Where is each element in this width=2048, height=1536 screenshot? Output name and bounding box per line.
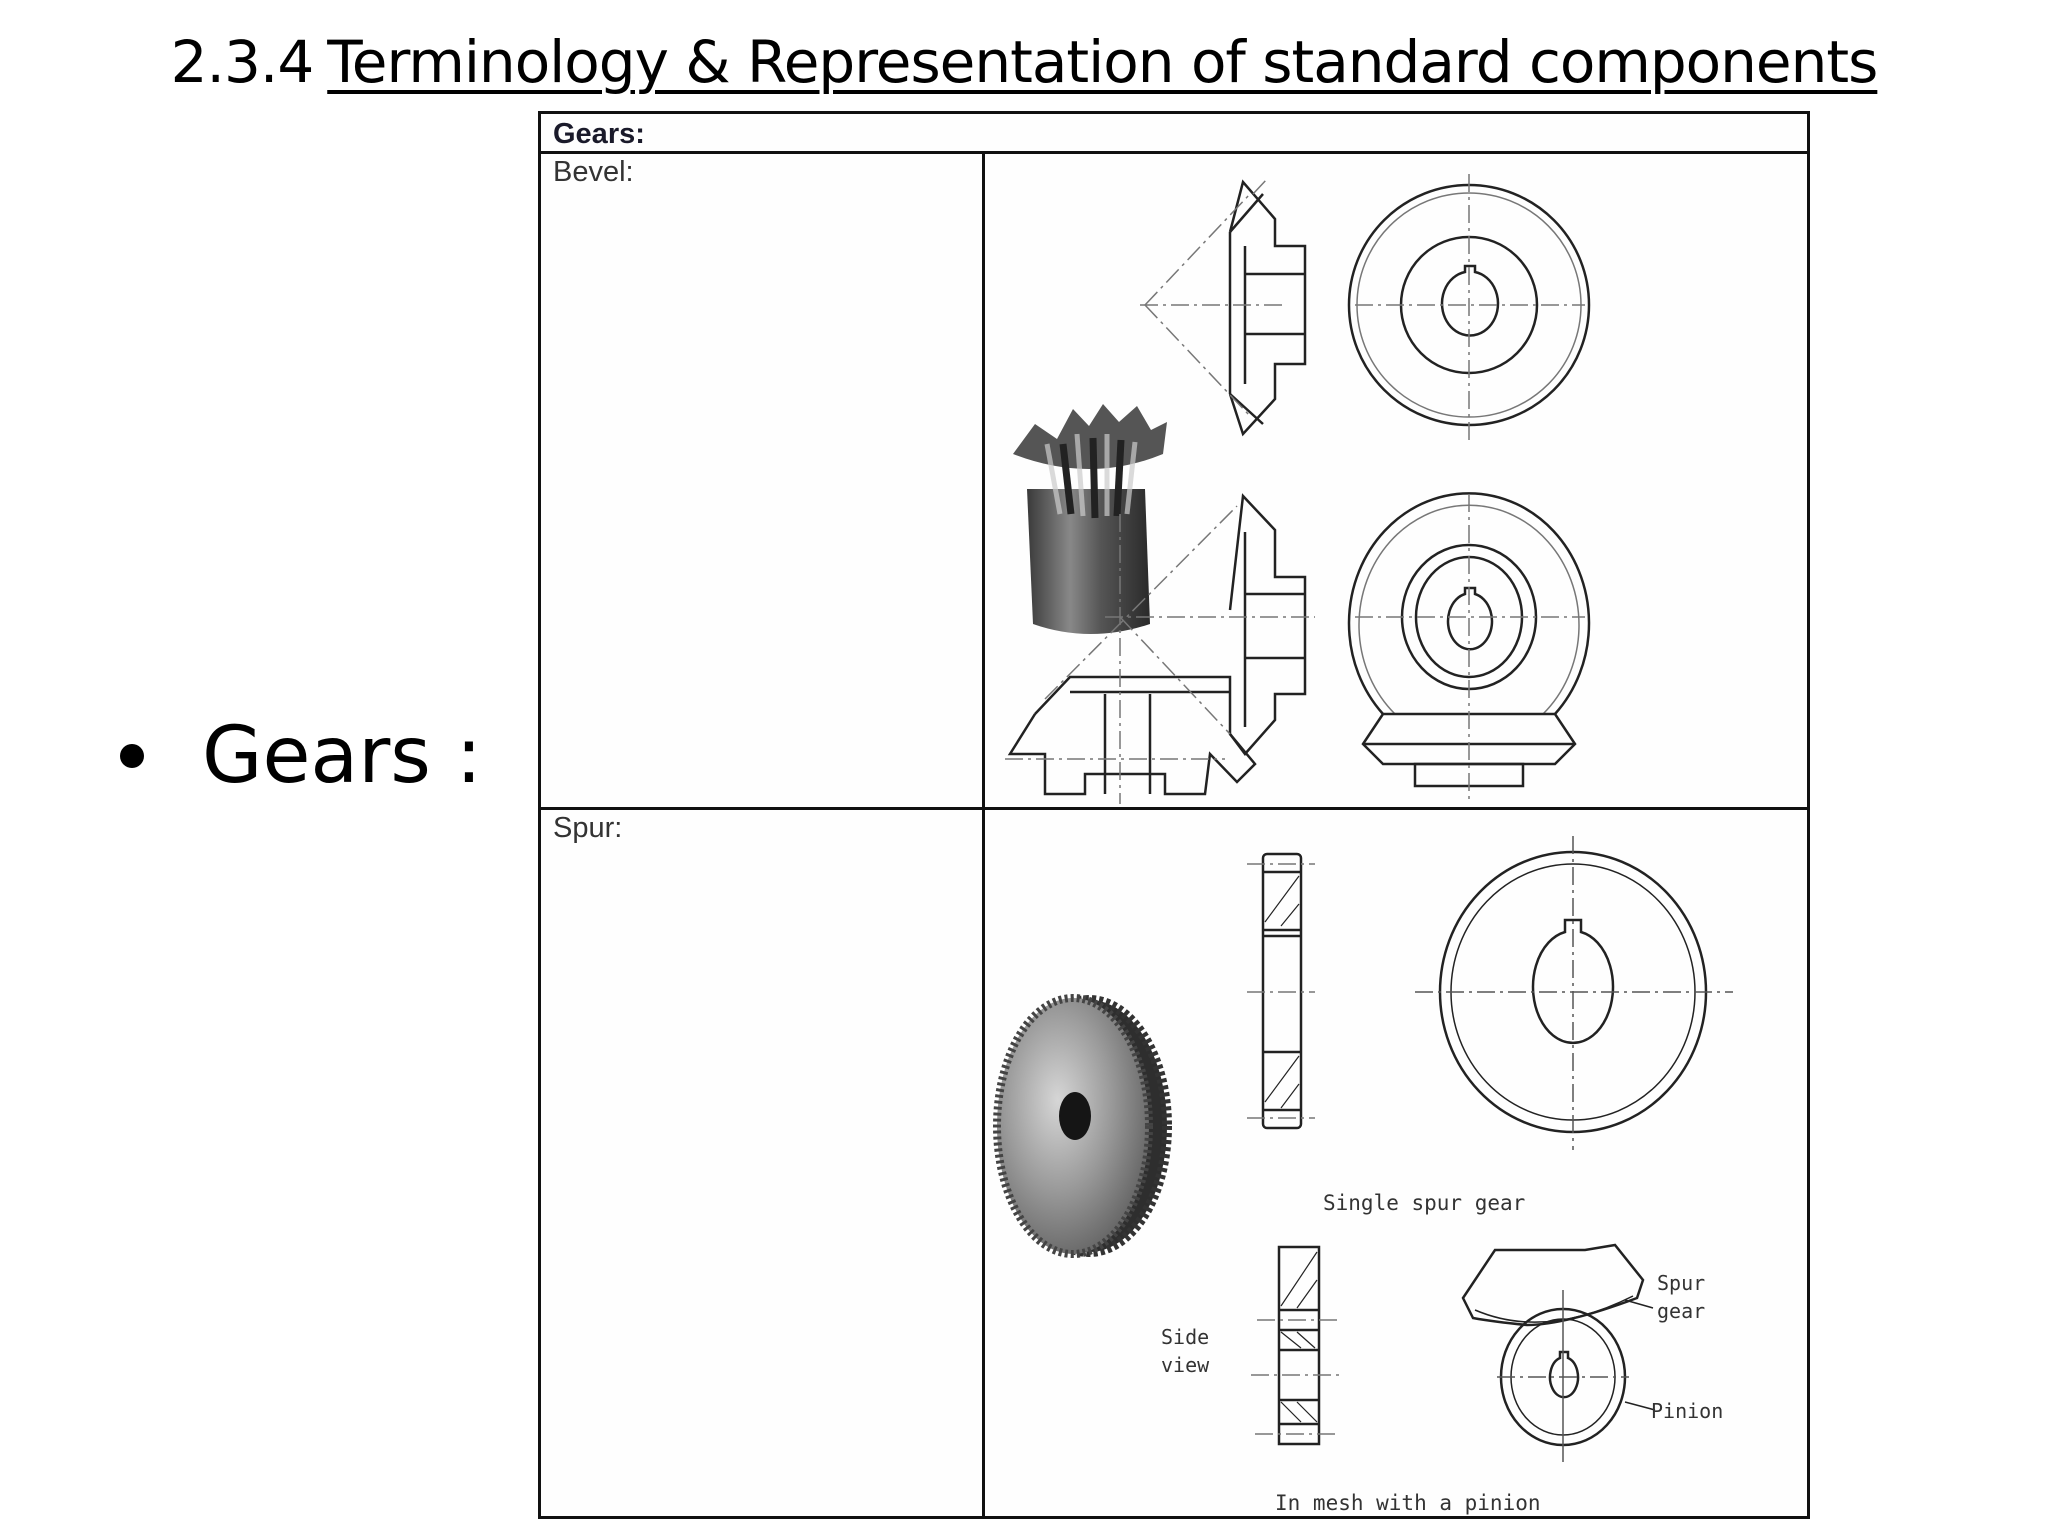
table-row-bevel: Bevel: bbox=[541, 154, 1807, 810]
bevel-drawings bbox=[985, 154, 1807, 807]
title-number: 2.3.4 bbox=[170, 28, 315, 96]
title-text: Terminology & Representation of standard… bbox=[327, 28, 1878, 96]
spur-gear-section-view bbox=[1247, 852, 1315, 1130]
bevel-gear-pair-end-view bbox=[1347, 492, 1591, 804]
bevel-gear-drawing bbox=[1005, 174, 1591, 804]
caption-side-view-2: view bbox=[1161, 1353, 1210, 1377]
row-label-spur: Spur: bbox=[553, 812, 623, 844]
gears-table: Gears: Bevel: bbox=[538, 111, 1810, 1519]
bevel-gear-section-view bbox=[1228, 179, 1307, 437]
bevel-gear-construction-lines bbox=[1140, 178, 1285, 417]
spur-gear-end-view bbox=[1415, 836, 1733, 1150]
spur-gear-side-view bbox=[1251, 1245, 1339, 1446]
spur-gear-photo bbox=[993, 994, 1172, 1258]
caption-side-view-1: Side bbox=[1161, 1325, 1209, 1349]
caption-spur-gear-2: gear bbox=[1657, 1299, 1705, 1323]
column-divider bbox=[982, 154, 985, 1516]
bevel-pair-construction-lines bbox=[1005, 505, 1315, 804]
bevel-gear-pair-section-view bbox=[1007, 493, 1307, 796]
bevel-gear-end-view bbox=[1347, 174, 1591, 444]
table-header: Gears: bbox=[541, 114, 1807, 154]
caption-single-spur-gear: Single spur gear bbox=[1323, 1191, 1525, 1215]
caption-in-mesh: In mesh with a pinion bbox=[1275, 1491, 1541, 1515]
spur-gear-pinion-mesh-view bbox=[1461, 1243, 1656, 1462]
caption-pinion: Pinion bbox=[1651, 1399, 1723, 1423]
caption-spur-gear-1: Spur bbox=[1657, 1271, 1705, 1295]
spur-drawings: Single spur gear Side view bbox=[985, 810, 1807, 1516]
bullet-text: Gears : bbox=[202, 711, 483, 801]
row-label-bevel: Bevel: bbox=[553, 156, 634, 188]
table-row-spur: Spur: bbox=[541, 810, 1807, 1516]
spur-gear-drawing: Single spur gear Side view bbox=[993, 836, 1733, 1515]
bullet-dot-icon bbox=[120, 744, 144, 768]
bullet-item: Gears : bbox=[120, 706, 482, 806]
